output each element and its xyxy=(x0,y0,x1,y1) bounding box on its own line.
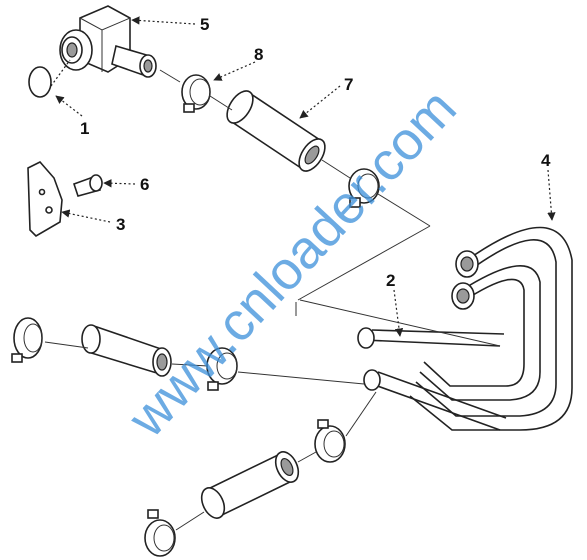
callout-8: 8 xyxy=(254,45,263,64)
elbow-fitting xyxy=(59,5,157,78)
callout-2: 2 xyxy=(386,271,395,290)
callout-1: 1 xyxy=(80,119,89,138)
tube-assembly xyxy=(295,299,507,431)
straight-hose-lower xyxy=(81,324,172,377)
hose-clamp-left xyxy=(11,317,43,363)
callout-6: 6 xyxy=(140,175,149,194)
callout-7: 7 xyxy=(344,75,353,94)
bolt xyxy=(72,174,103,197)
straight-hose-bottom xyxy=(200,451,300,519)
straight-hose-upper xyxy=(226,90,326,172)
mounting-bracket xyxy=(27,161,63,238)
hose-clamp-center xyxy=(206,347,238,391)
formed-tube xyxy=(409,226,573,431)
callout-5: 5 xyxy=(200,15,209,34)
callout-4: 4 xyxy=(541,151,551,170)
hose-clamp-bottom-left xyxy=(144,509,176,557)
hose-clamp-bottom-right xyxy=(314,419,346,463)
hose-clamp-mid xyxy=(348,168,380,208)
o-ring xyxy=(28,59,71,98)
callout-3: 3 xyxy=(116,215,125,234)
hose-clamp-upper xyxy=(181,74,211,113)
